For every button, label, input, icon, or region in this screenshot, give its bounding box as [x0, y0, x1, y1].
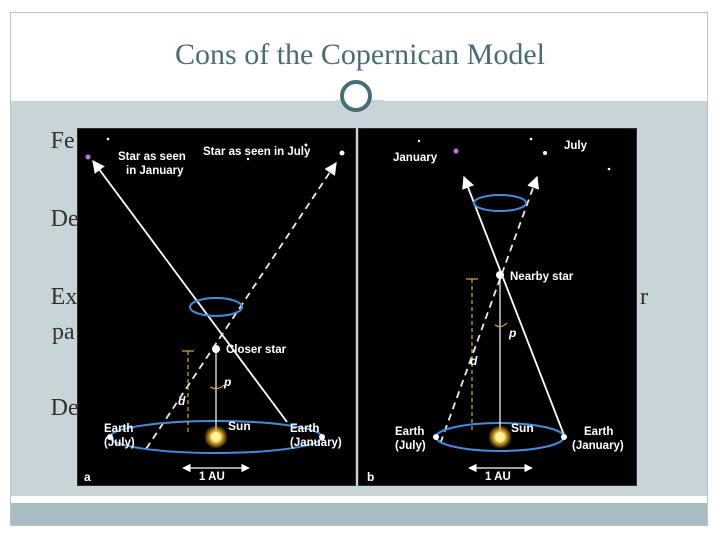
earth-january-dot [561, 434, 567, 440]
parallax-panel-b: January July Nearby star p d Sun Earth (… [358, 128, 637, 486]
parallax-angle-arc [494, 322, 508, 328]
bullet-mark:  [32, 206, 51, 232]
bullet-mark:  [32, 284, 51, 310]
bullet-1: Fe [32, 128, 75, 155]
star-january-icon [453, 148, 459, 154]
star-january-label-2: in January [126, 165, 184, 177]
bullet-3: Ex [32, 284, 77, 311]
closer-star-label: Closer star [226, 344, 287, 356]
panel-a-letter: a [84, 470, 91, 484]
footer-bar [11, 503, 707, 525]
earth-january-label-2: (January) [290, 437, 342, 449]
bullet-text: De [32, 395, 79, 421]
title-rule-right [384, 99, 707, 101]
background-star [607, 167, 611, 171]
panel-b-diagram: January July Nearby star p d Sun Earth (… [367, 137, 624, 484]
earth-january-label: Earth [290, 423, 319, 435]
sightline-july [438, 175, 540, 448]
parallax-p-label: p [223, 375, 231, 389]
background-star [529, 137, 533, 141]
bullet-text: De [32, 206, 79, 232]
slide-frame [10, 12, 708, 526]
bullet-3-continuation: pa [52, 319, 75, 345]
earth-july-label-2: (July) [104, 437, 135, 449]
star-july-label: Star as seen in July [203, 146, 311, 158]
bullet-mark:  [32, 128, 51, 154]
background-star [106, 137, 110, 141]
au-label: 1 AU [199, 471, 225, 483]
earth-july-dot [107, 434, 113, 440]
bullet-2: De [32, 206, 79, 233]
earth-july-dot [433, 434, 439, 440]
parallax-panel-a: Star as seen in January Star as seen in … [77, 128, 356, 486]
au-label: 1 AU [485, 471, 511, 483]
panel-a-diagram: Star as seen in January Star as seen in … [84, 137, 345, 484]
slide-title: Cons of the Copernican Model [175, 38, 545, 71]
sightline-january [92, 159, 288, 423]
bullet-3-trail: r [640, 284, 648, 310]
background-star [304, 143, 308, 147]
star-january-icon [85, 154, 91, 160]
nearby-star-icon [496, 271, 504, 279]
panel-b-letter: b [367, 470, 374, 484]
earth-january-dot [319, 434, 325, 440]
distance-d-label: d [470, 354, 478, 368]
sun-core [495, 432, 505, 442]
sightline-january [462, 175, 565, 436]
sun-label: Sun [511, 421, 534, 435]
rotation-arrow-icon [473, 194, 527, 212]
closer-star-icon [212, 345, 220, 353]
distance-d-label: d [178, 394, 186, 408]
parallax-angle-arc [209, 384, 225, 390]
bullet-text: Fe [32, 128, 75, 154]
earth-january-label: Earth [584, 426, 613, 438]
title-ring-icon [340, 80, 372, 112]
earth-july-label-2: (July) [395, 440, 426, 452]
rotation-arrow-icon [189, 297, 243, 317]
background-star [246, 157, 250, 161]
sun-label: Sun [228, 419, 251, 433]
january-label: January [393, 152, 438, 164]
earth-july-label: Earth [104, 423, 133, 435]
earth-july-label: Earth [395, 426, 424, 438]
star-july-icon [543, 151, 547, 155]
nearby-star-label: Nearby star [510, 271, 574, 283]
bullet-mark:  [32, 395, 51, 421]
title-rule-left [11, 99, 336, 101]
parallax-p-label: p [508, 326, 516, 340]
background-star [417, 139, 421, 143]
bullet-4: De [32, 395, 79, 422]
star-july-icon [339, 150, 345, 156]
star-january-label: Star as seen [118, 151, 186, 163]
earth-january-label-2: (January) [572, 440, 624, 452]
july-label: July [564, 140, 588, 152]
bullet-text: Ex [32, 284, 78, 310]
sun-core [211, 432, 221, 442]
